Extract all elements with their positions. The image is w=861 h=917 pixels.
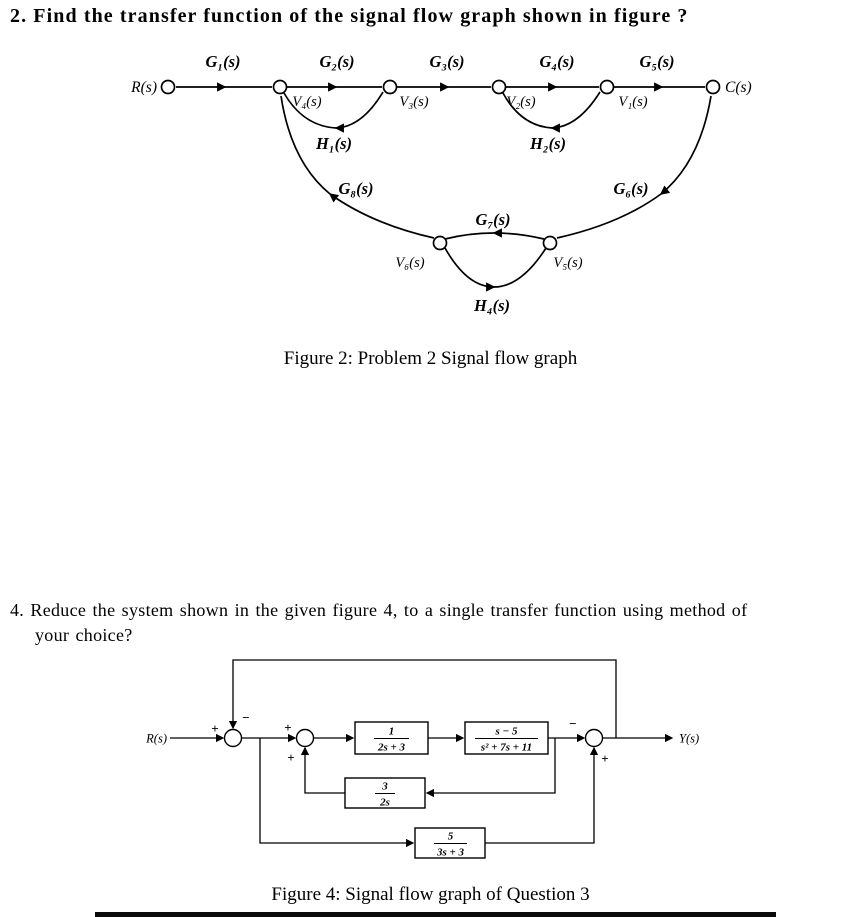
problem2-heading: 2. Find the transfer function of the sig… [10,5,689,27]
label-h1: H₁(s) [315,134,352,153]
label-y4: Y(s) [679,732,699,746]
sign-sum2-left: + [284,720,291,735]
label-g8: G₈(s) [338,179,373,198]
block-4-denominator: 3s + 3 [436,847,465,859]
summer-3 [584,728,604,748]
node-v2 [491,79,507,95]
label-g1: G₁(s) [205,52,240,71]
label-g4: G₄(s) [539,52,574,71]
sign-sum1-left: + [211,721,218,736]
node-v3 [382,79,398,95]
block-3-denominator: 2s [379,797,390,809]
label-g7: G₇(s) [475,210,510,229]
label-h2: H₂(s) [529,134,566,153]
label-r4: R(s) [145,732,167,746]
feedback-mid-in-path [425,738,556,798]
label-g6: G₆(s) [613,179,648,198]
edge-h2 [502,91,601,133]
feedback-bottom-in-path [259,738,415,848]
block-2-numerator: s − 5 [495,726,518,738]
block-1-numerator: 1 [389,726,395,738]
block-1-box [354,721,429,755]
edge-h1 [283,91,384,133]
feedback-top-path [228,659,617,738]
node-r [160,79,176,95]
label-v1: V₁(s) [618,94,647,110]
edge-g7 [444,228,545,240]
node-v6 [432,235,448,251]
edge-h4 [444,247,547,292]
page-bottom-rule [95,912,776,917]
label-r: R(s) [130,79,157,96]
sign-sum3-left: − [569,716,576,731]
fig2-caption: Figure 2: Problem 2 Signal flow graph [283,348,578,369]
label-g3: G₃(s) [429,52,464,71]
label-v2: V₂(s) [506,94,535,110]
edge-g8 [280,95,435,239]
sign-sum1-top: − [242,710,249,725]
problem4-heading: 4. Reduce the system shown in the given … [10,598,858,648]
node-c [705,79,721,95]
label-c: C(s) [725,79,752,96]
problem4-heading-line2: your choice? [35,625,133,645]
label-g5: G₅(s) [639,52,674,71]
label-g2: G₂(s) [319,52,354,71]
fig2-signal-flow-graph: R(s) C(s) G₁(s) G₂(s) G₃(s) G₄(s) G₅(s) … [130,52,752,315]
block-4-numerator: 5 [448,831,454,843]
block-2-denominator: s² + 7s + 11 [480,742,532,754]
label-v5: V₅(s) [553,255,582,271]
fig4-caption: Figure 4: Signal flow graph of Question … [271,884,590,905]
label-h4: H₄(s) [473,296,510,315]
node-v1 [599,79,615,95]
problem4-heading-line1: 4. Reduce the system shown in the given … [10,600,748,620]
feedback-mid-out-path [300,746,345,794]
label-v3: V₃(s) [399,94,428,110]
fig4-block-diagram: 1 2s + 3 s − 5 s² + 7s + 11 3 2s 5 3s + … [145,659,699,859]
block-3-numerator: 3 [381,781,388,793]
node-v5 [542,235,558,251]
sign-sum2-bottom: + [287,750,294,765]
edge-g6 [556,95,712,239]
sign-sum3-bottom: + [601,751,608,766]
summer-2 [295,728,315,748]
block-1-denominator: 2s + 3 [377,742,406,754]
feedback-bottom-out-path [485,746,599,844]
label-v4: V₄(s) [292,94,321,110]
label-v6: V₆(s) [395,255,424,271]
summer-1 [223,728,243,748]
node-v4 [272,79,288,95]
